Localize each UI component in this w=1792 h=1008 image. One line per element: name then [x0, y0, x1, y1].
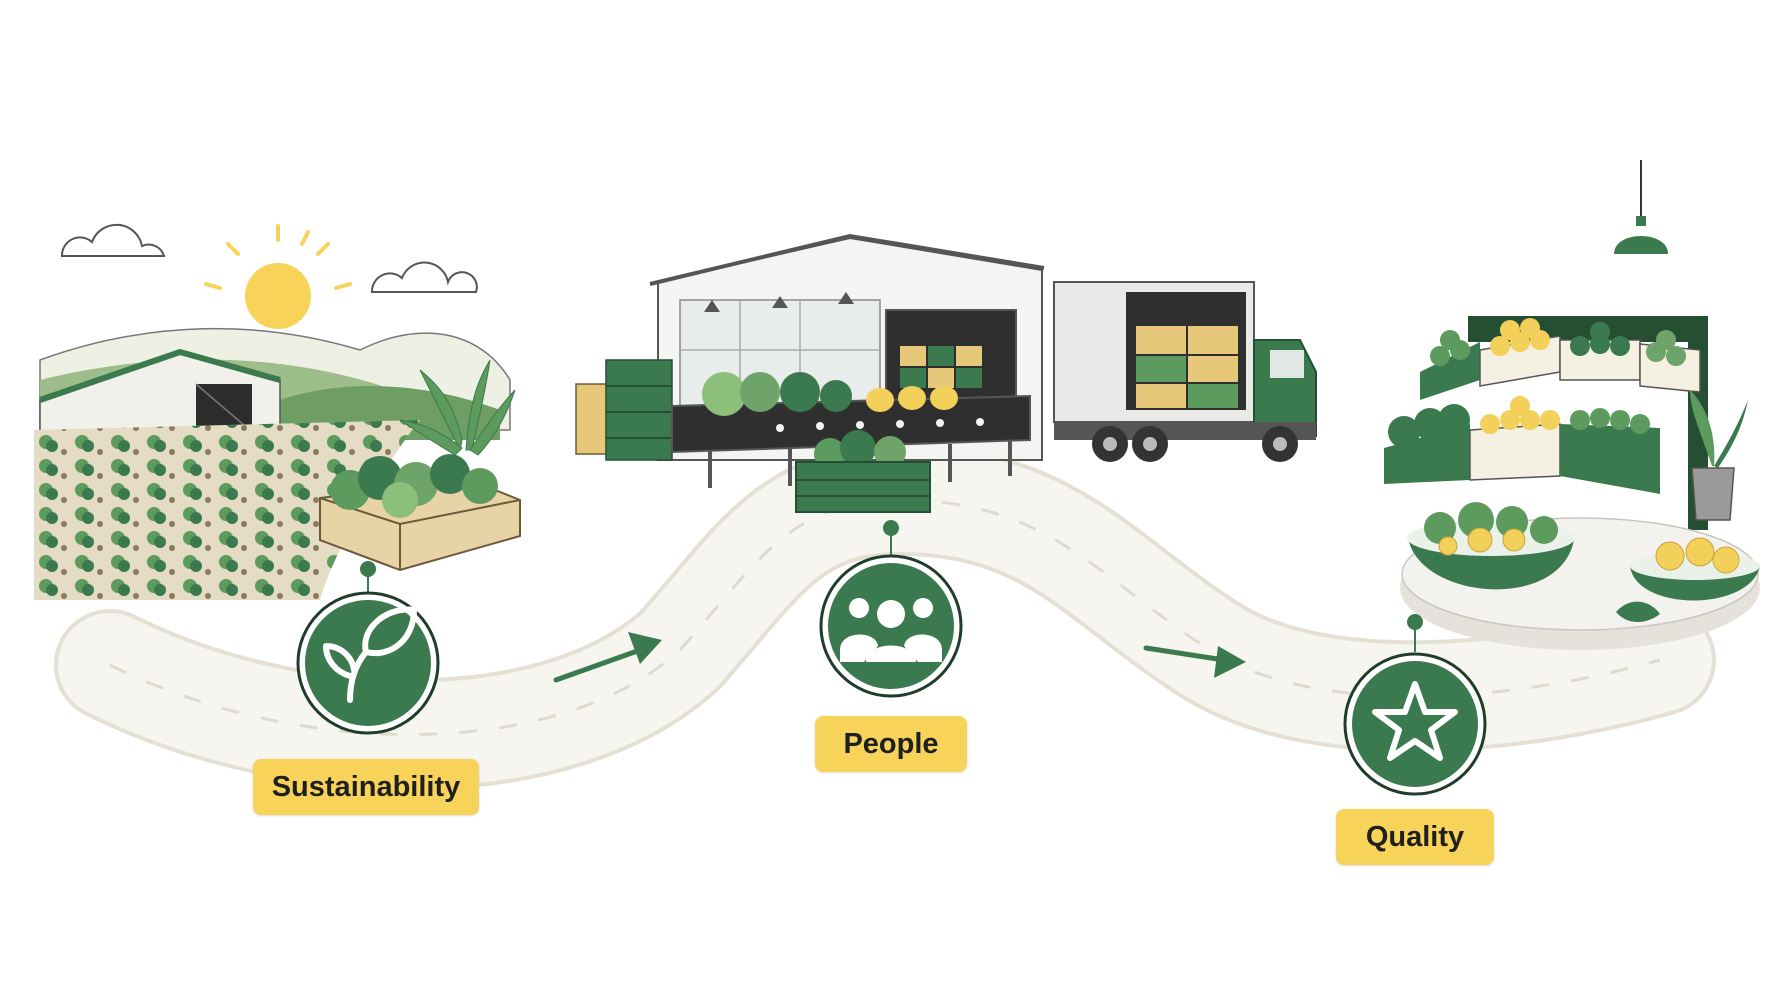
corn-plant: [399, 359, 516, 456]
delivery-truck: [1053, 281, 1317, 462]
people-label: People: [815, 716, 967, 772]
produce-bins: [1384, 318, 1701, 494]
lettuce-crate: [319, 454, 521, 572]
warehouse-scene: [575, 233, 1045, 513]
star-icon: [1372, 681, 1458, 761]
cloud-icon: [370, 261, 478, 293]
sustainability-label: Sustainability: [253, 759, 479, 815]
crate-stack: [575, 359, 673, 461]
potted-plant-icon: [1690, 390, 1748, 521]
quality-label: Quality: [1336, 809, 1494, 865]
lemon-bowl: [1616, 537, 1760, 623]
people-marker: [819, 520, 963, 698]
cloud-icon: [60, 223, 166, 257]
leaf-sprout-icon: [323, 606, 417, 703]
barn: [39, 348, 281, 433]
conveyor-belt: [671, 372, 1031, 488]
salad-bowl: [1407, 502, 1575, 590]
sustainability-marker: [296, 561, 440, 735]
quality-marker: [1343, 614, 1487, 796]
farm-scene: [34, 223, 521, 600]
hanging-lamp-icon: [1614, 160, 1668, 254]
sun-icon: [204, 224, 352, 329]
flow-arrow-icon: [1143, 645, 1246, 678]
greens-crate: [795, 430, 931, 513]
people-group-icon: [840, 598, 942, 662]
market-scene: [1384, 160, 1760, 650]
flow-arrow-icon: [553, 632, 662, 683]
